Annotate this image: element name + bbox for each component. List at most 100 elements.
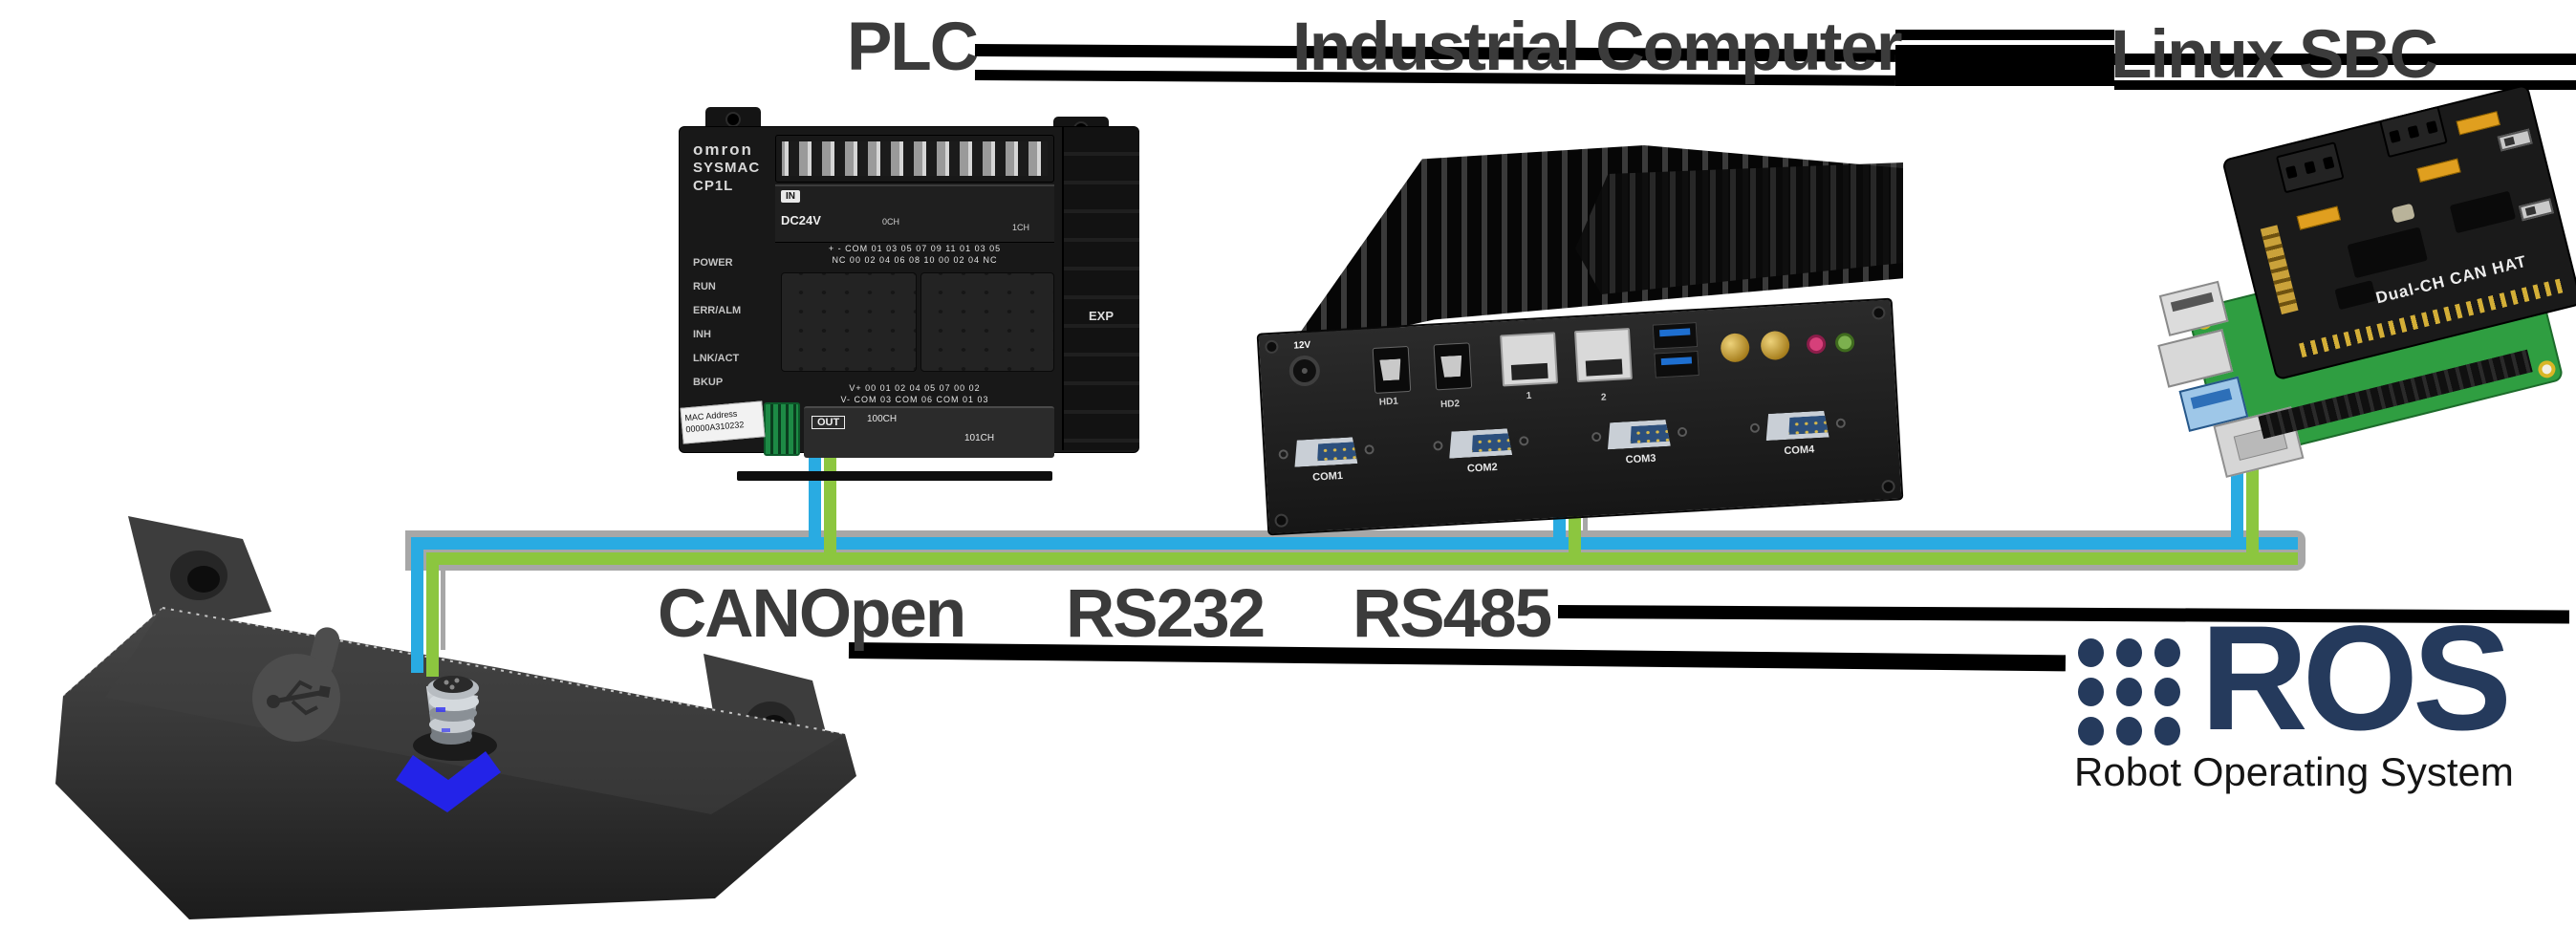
usb-port-icon [1652,322,1699,350]
plc-led-label: ERR/ALM [693,305,742,316]
plc-led-label: BKUP [693,377,724,388]
ipc-com4-label: COM4 [1784,443,1815,458]
ros-dot [2154,717,2180,745]
plc-channel-label-101ch: 101CH [964,433,995,443]
m12-connector [413,676,497,761]
ipc-com3-label: COM3 [1625,452,1656,466]
plc-model-text: CP1L [693,178,734,194]
ipc-lan-label-1: 1 [1526,390,1532,402]
jumper-header [2456,111,2500,136]
plc-terminal-strip-bottom: OUT 100CH 101CH [804,406,1054,458]
plc-led-label: RUN [693,281,716,292]
label-rs485: RS485 [1353,576,1552,652]
label-plc: PLC [847,10,979,85]
screw-icon [1519,436,1529,446]
plc-led-label: INH [693,329,711,340]
plc-terminal-strip-top [775,135,1054,183]
screw-icon [1278,449,1288,460]
ipc-antenna-connector-2 [1760,330,1790,361]
db9-pins [1787,415,1836,435]
chevron-indicator-icon [396,751,501,812]
plc-status-led-labels: POWER RUN ERR/ALM INH LNK/ACT BKUP [693,251,773,395]
ipc-serial-port-com3: COM3 [1591,419,1689,477]
db9-pins [1471,433,1520,453]
plc-led-label: LNK/ACT [693,353,740,364]
db9-pins [1630,423,1678,443]
label-industrial-computer: Industrial Computer [1292,10,1903,85]
crystal-oscillator [2391,203,2415,224]
db9-connector-icon [1448,428,1512,459]
ros-dot [2078,638,2104,667]
top-connector-segment-2 [1895,45,2114,86]
usb-port-icon [1654,351,1699,378]
top-connector-right-upper [2114,54,2576,65]
db9-connector-icon [1606,420,1670,450]
ipc-lan-label-2: 2 [1600,392,1607,403]
ros-dot [2116,717,2142,745]
db9-pins [1316,442,1365,462]
ipc-antenna-connector-1 [1720,333,1751,363]
plc-mounting-hole [725,112,741,127]
label-canopen: CANOpen [658,576,966,652]
screw-icon [1433,441,1443,451]
plc-out-badge: OUT [812,416,846,429]
plc-channel-label-0ch: 0CH [882,217,900,227]
can-controller-chip [2347,227,2428,279]
ipc-ethernet-port-2 [1573,327,1633,383]
screw-icon [1677,426,1688,438]
screw-icon [1364,444,1375,455]
linux-sbc-photo: Dual-CH CAN HAT [2157,83,2576,478]
plc-channel-label-1ch: 1CH [1011,223,1029,232]
screw-icon [1265,339,1279,355]
plc-in-badge: IN [781,190,800,203]
ros-dot [2154,638,2180,667]
ipc-hdmi-port-2 [1433,342,1473,391]
jumper-header [2296,205,2341,230]
ros-dot-grid-icon [2078,638,2183,765]
ipc-power-label: 12V [1293,339,1311,352]
plc-mac-address-sticker: MAC Address 00000A310232 [680,400,766,444]
sensor-riser-blue [411,537,423,673]
ros-dot [2116,678,2142,706]
bus-line-blue [411,537,2298,550]
label-linux-sbc: Linux SBC [2111,17,2438,93]
can-terminal-block-2 [2379,105,2448,159]
ros-title: ROS [2200,595,2512,762]
terminal-hole [2304,161,2317,175]
ic-chip [2334,280,2377,311]
plc-base-rail [737,471,1052,481]
plc-input-cover: IN DC24V 0CH 1CH [775,184,1054,243]
terminal-hole [2426,120,2438,135]
sensor-riser-shadow [441,535,445,650]
plc-option-slot-cover-right [920,272,1054,372]
usb-icon [252,627,340,742]
ipc-serial-port-com1: COM1 [1278,436,1376,494]
ipc-usb3-ports [1652,322,1699,379]
plc-channel-label-100ch: 100CH [867,414,898,424]
plc-brand-text: omron [693,140,753,159]
top-connector-segment-1 [1895,30,2114,40]
pcb-mounting-hole [2536,358,2558,380]
plc-power-rating: DC24V [781,213,821,227]
screw-icon [1881,479,1895,494]
industrial-computer-photo: 12V HD1 HD2 1 2 COM1 [1256,145,1908,537]
ipc-rear-io-panel: 12V HD1 HD2 1 2 COM1 [1256,297,1904,536]
ipc-mic-jack [1806,334,1827,355]
sensor-illustration [55,516,856,919]
dip-switch [2497,128,2533,152]
ipc-com2-label: COM2 [1466,461,1499,475]
plc-led-label: POWER [693,257,733,269]
screw-icon [1872,306,1886,320]
plc-brand-block: omron SYSMAC CP1L [693,140,760,195]
plc-terminal-labels-bottom-row1: V+ 00 01 02 04 05 07 00 02 [849,383,981,393]
db9-connector-icon [1764,411,1829,442]
can-terminal-block-1 [2275,141,2345,194]
plc-expansion-side-panel [1062,127,1139,450]
dip-switch [2519,198,2554,222]
sbc-drop-green [2246,445,2259,565]
ipc-hdmi-label-1: HD1 [1378,396,1399,408]
bus-line-green [426,552,2298,565]
pi-usb-port [2157,329,2234,388]
ipc-serial-port-com2: COM2 [1433,427,1531,486]
